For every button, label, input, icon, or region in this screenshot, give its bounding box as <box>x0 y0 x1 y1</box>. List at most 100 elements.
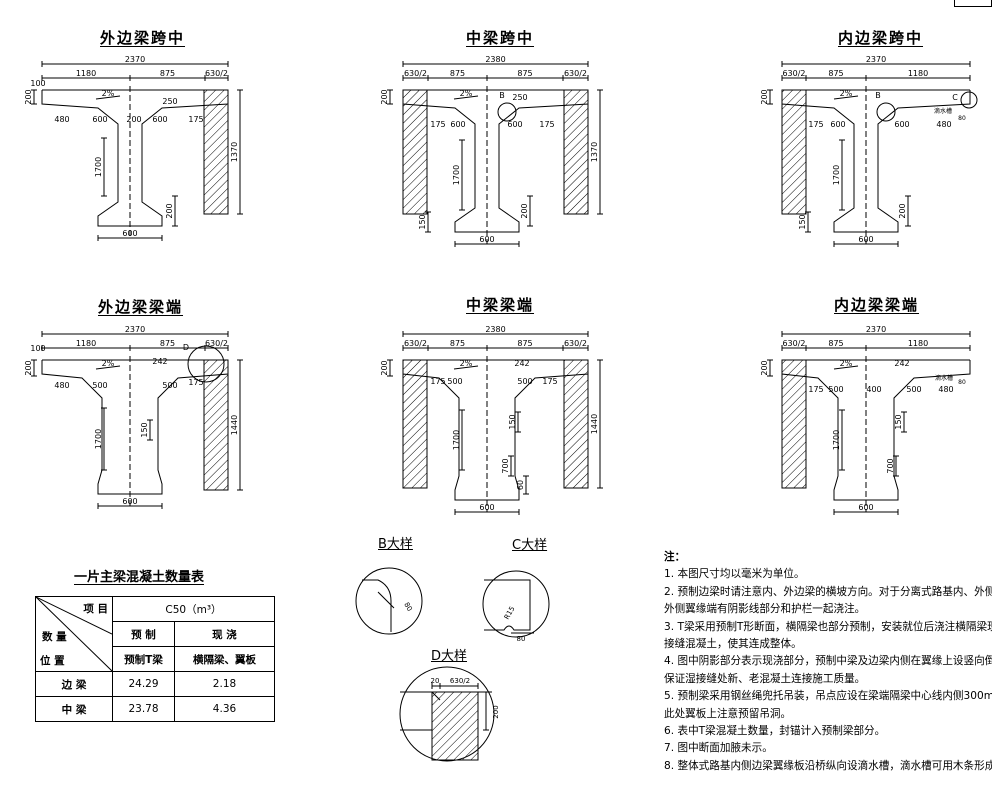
header-qty: 数 量 <box>42 631 67 643</box>
header-pos: 位 置 <box>40 655 65 667</box>
dim-label: 150 <box>894 414 903 429</box>
dim-label: 700 <box>501 458 510 473</box>
note-item: 5. 预制梁采用钢丝绳兜托吊装，吊点应设在梁端隔梁中心线内侧300mm的范围内， <box>664 690 992 703</box>
detail-d-circle <box>399 666 495 762</box>
dim-label: 1700 <box>94 429 103 449</box>
dim-label: 175 <box>808 120 823 129</box>
slope-arrow <box>833 365 859 370</box>
dim-label: 2370 <box>125 55 145 64</box>
header-item: 项 目 <box>83 603 108 615</box>
dim-label: 600 <box>479 503 494 512</box>
dim-label: 630/2 <box>404 339 427 348</box>
dim-label: 2% <box>102 359 115 368</box>
table-row: 边 梁 24.29 2.18 <box>35 671 276 697</box>
detail-b-circle <box>355 567 423 635</box>
title-inner-mid: 内边梁跨中 <box>838 29 924 47</box>
slope-arrow <box>453 95 479 100</box>
slope-arrow <box>95 365 121 370</box>
detail-circle <box>960 91 978 109</box>
dim-label: 1700 <box>832 165 841 185</box>
dim-label: 175 <box>542 377 557 386</box>
dim-label: 175 <box>539 120 554 129</box>
dim-label: 80 <box>958 379 966 386</box>
detail-circle <box>876 102 896 122</box>
dim-label: 480 <box>54 115 69 124</box>
dim-label: B <box>499 91 505 100</box>
dim-label: 600 <box>894 120 909 129</box>
dim-label: 875 <box>517 339 532 348</box>
note-item: 7. 图中断面加腋未示。 <box>664 742 773 755</box>
dim-label: 175 <box>430 377 445 386</box>
detail-b-drawing: 80 <box>355 567 423 635</box>
header-cast-desc: 横隔梁、翼板 <box>173 646 276 672</box>
dim-label: 2% <box>460 89 473 98</box>
dim-label: 500 <box>906 385 921 394</box>
dim-label: 200 <box>898 203 907 218</box>
dim-label: 600 <box>858 235 873 244</box>
dim-label: 1700 <box>832 430 841 450</box>
dim-label: 200 <box>24 360 33 375</box>
hatch-border <box>402 359 428 489</box>
dim-label: 1440 <box>230 415 239 435</box>
dim-label: 滴水槽 <box>934 107 952 115</box>
hatch-border <box>781 359 807 489</box>
dim-label: 175 <box>808 385 823 394</box>
dim-label: 2% <box>840 359 853 368</box>
detail-b-chamfer <box>362 579 392 632</box>
notes: 注： 1. 本图尺寸均以毫米为单位。 2. 预制边梁时请注意内、外边梁的横坡方向… <box>664 549 992 775</box>
cast-in-place-hatch <box>781 89 807 215</box>
dim-label: 875 <box>828 69 843 78</box>
note-item: 2. 预制边梁时请注意内、外边梁的横坡方向。对于分离式路基内、外侧，整体式路基 <box>664 585 992 598</box>
beam-outline <box>402 90 589 233</box>
detail-d-chamfer <box>431 691 441 701</box>
hatch-border <box>563 89 589 215</box>
detail-d-hatch <box>431 691 479 761</box>
dim-label: 200 <box>760 360 769 375</box>
dim-label: 500 <box>828 385 843 394</box>
dim-label: 1700 <box>94 157 103 177</box>
dim-label: 630/2 <box>564 69 587 78</box>
hatch-border <box>781 89 807 215</box>
dim-label: 2% <box>840 89 853 98</box>
dim-label: 500 <box>92 381 107 390</box>
dim-label: 150 <box>508 414 517 429</box>
note-item: 此处翼板上注意预留吊洞。 <box>664 707 792 720</box>
detail-d-title: D大样 <box>431 649 468 664</box>
cast-in-place-hatch <box>563 89 589 215</box>
detail-b-label: 80 <box>402 601 413 613</box>
dim-label: 500 <box>447 377 462 386</box>
dim-label: 400 <box>866 385 881 394</box>
notes-title: 注： <box>664 551 686 563</box>
note-item: 1. 本图尺寸均以毫米为单位。 <box>664 568 805 581</box>
title-inner-end: 内边梁梁端 <box>834 296 920 314</box>
note-item: 6. 表中T梁混凝土数量，封锚计入预制梁部分。 <box>664 725 886 738</box>
note-item: 8. 整体式路基内侧边梁翼缘板沿桥纵向设滴水槽，滴水槽可用木条形成。 <box>664 759 992 772</box>
dim-label: 60 <box>516 480 525 490</box>
dim-label: 1370 <box>590 142 599 162</box>
hatch-border <box>563 359 589 489</box>
dim-label: 875 <box>450 339 465 348</box>
dim-label: 1370 <box>230 142 239 162</box>
cast-in-place-hatch <box>402 89 428 215</box>
dim-label: 875 <box>160 339 175 348</box>
dim-label: 242 <box>152 357 167 366</box>
dim-label: 600 <box>122 229 137 238</box>
detail-d-630: 630/2 <box>450 677 470 685</box>
dim-label: 875 <box>160 69 175 78</box>
concrete-quantity-table: 项 目 数 量 位 置 C50（m³） 预 制 现 浇 预制T梁 横隔梁、翼板 … <box>35 596 276 722</box>
dim-label: 200 <box>24 89 33 104</box>
dim-label: 630/2 <box>782 69 805 78</box>
note-item: 3. T梁采用预制T形断面，横隔梁也部分预制，安装就位后浇注横隔梁现浇段、翼缘板 <box>664 620 992 633</box>
detail-c-outline <box>484 579 531 631</box>
dim-label: 100 <box>30 344 45 353</box>
note-item: 接缝混凝土，使其连成整体。 <box>664 638 802 651</box>
dim-label: 2370 <box>125 325 145 334</box>
note-item: 保证湿接缝处新、老混凝土连接施工质量。 <box>664 672 866 685</box>
dim-label: 875 <box>517 69 532 78</box>
dim-label: 175 <box>188 378 203 387</box>
